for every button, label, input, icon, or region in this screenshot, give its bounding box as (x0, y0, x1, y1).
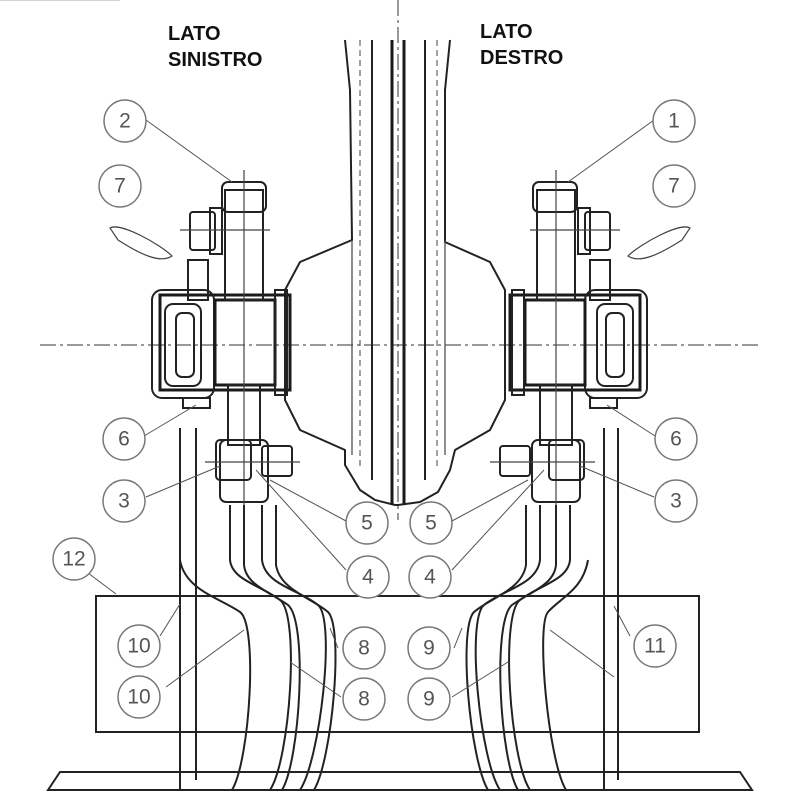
left-split-pin (109, 226, 173, 260)
right-side-label-line1: LATO (480, 21, 533, 43)
right-clamp-bracket (584, 289, 648, 399)
callout-4-left: 4 (346, 555, 390, 599)
leader-lines (83, 119, 656, 698)
right-pin-head (532, 181, 578, 213)
svg-text:8: 8 (358, 637, 370, 660)
callout-4-right: 4 (408, 555, 452, 599)
tines-left (179, 428, 337, 791)
right-side-label-line2: DESTRO (480, 47, 563, 69)
callout-9-lower: 9 (407, 677, 451, 721)
tine-group-frame (95, 595, 700, 733)
svg-text:2: 2 (119, 110, 131, 133)
callout-7-left: 7 (98, 164, 142, 208)
svg-text:10: 10 (127, 686, 150, 709)
callout-5-right: 5 (409, 501, 453, 545)
left-clamp-assembly (151, 170, 300, 510)
callout-12: 12 (52, 537, 96, 581)
callout-2: 2 (103, 99, 147, 143)
svg-text:8: 8 (358, 688, 370, 711)
callout-7-right: 7 (652, 164, 696, 208)
callout-11: 11 (633, 624, 677, 668)
callout-8-upper: 8 (342, 626, 386, 670)
callout-9-upper: 9 (407, 626, 451, 670)
callout-3-left: 3 (102, 479, 146, 523)
svg-text:11: 11 (644, 635, 666, 658)
callout-10-upper: 10 (117, 624, 161, 668)
svg-text:4: 4 (424, 566, 436, 589)
svg-text:7: 7 (114, 175, 126, 198)
left-side-label-line1: LATO (168, 23, 221, 45)
svg-text:1: 1 (668, 110, 680, 133)
svg-text:9: 9 (423, 688, 435, 711)
svg-text:10: 10 (127, 635, 150, 658)
callout-1: 1 (652, 99, 696, 143)
svg-text:6: 6 (670, 428, 682, 451)
tines-right (465, 428, 619, 791)
callout-3-right: 3 (654, 479, 698, 523)
svg-text:3: 3 (670, 490, 682, 513)
callout-8-lower: 8 (342, 677, 386, 721)
svg-text:7: 7 (668, 175, 680, 198)
callout-6-right: 6 (654, 417, 698, 461)
svg-text:12: 12 (62, 548, 85, 571)
central-mast (0, 0, 506, 506)
right-split-pin (627, 226, 691, 260)
left-side-label-line2: SINISTRO (168, 49, 262, 71)
callout-10-lower: 10 (117, 675, 161, 719)
callout-5-left: 5 (345, 501, 389, 545)
svg-text:5: 5 (425, 512, 437, 535)
svg-text:3: 3 (118, 490, 130, 513)
right-clamp-assembly (490, 170, 648, 510)
base-bar (46, 771, 754, 791)
svg-text:9: 9 (423, 637, 435, 660)
svg-text:4: 4 (362, 566, 374, 589)
callout-6-left: 6 (102, 417, 146, 461)
svg-text:6: 6 (118, 428, 130, 451)
svg-text:5: 5 (361, 512, 373, 535)
